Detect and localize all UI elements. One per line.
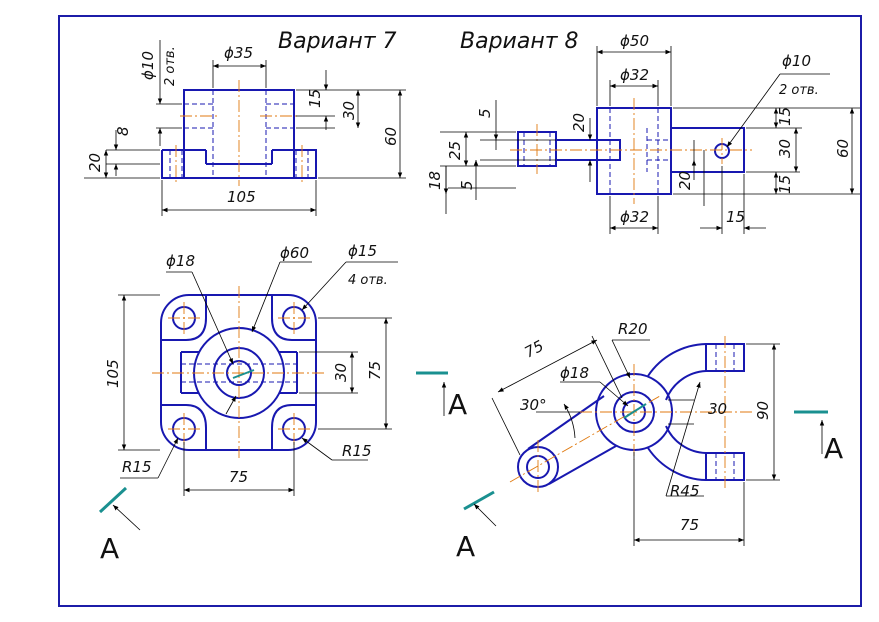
variant7-plan-view (152, 286, 326, 460)
title-variant-8: Вариант 8 (460, 29, 579, 54)
variant7-front-view (161, 80, 317, 186)
dim-5a-v8: 5 (476, 108, 494, 118)
dim-25-v8: 25 (446, 141, 464, 160)
label-a-2: A (448, 388, 467, 421)
section-marker-a-left-bottom: A (98, 486, 141, 565)
section-marker-a-right: A (794, 410, 843, 465)
dim-15: 15 (306, 89, 324, 108)
dim-105-plan: 105 (104, 359, 122, 388)
dim-r45: R45 (670, 482, 700, 500)
dim-r20: R20 (618, 320, 648, 338)
dim-75b-v8-plan: 75 (680, 516, 699, 534)
dim-d50: ϕ50 (620, 32, 649, 50)
dim-d10-v8: ϕ10 (782, 52, 811, 70)
dim-d15-plan: ϕ15 (348, 242, 377, 260)
dim-75-plan-h: 75 (229, 468, 248, 486)
variant8-plan-view (509, 336, 752, 494)
label-2-holes-v8: 2 отв. (779, 83, 819, 98)
label-a-3: A (456, 530, 475, 563)
dim-30-v8: 30 (776, 139, 794, 158)
dim-angle-30: 30° (520, 396, 547, 414)
dim-d60-plan: ϕ60 (280, 244, 309, 262)
dim-d32-bottom: ϕ32 (620, 208, 649, 226)
dim-d35: ϕ35 (224, 44, 253, 62)
dim-18-v8: 18 (426, 171, 444, 190)
dim-r15-right: R15 (342, 442, 372, 460)
dim-20: 20 (86, 153, 104, 172)
variant8-plan-dims: 75 R20 ϕ18 30° 30 90 R45 75 (491, 320, 780, 546)
dim-15b-v8: 15 (776, 175, 794, 194)
dim-15a-v8: 15 (776, 107, 794, 126)
dim-20a-v8: 20 (570, 113, 588, 132)
dim-d18-v8-plan: ϕ18 (560, 364, 589, 382)
label-a-4: A (824, 432, 843, 465)
sheet-frame (58, 15, 862, 607)
variant7-plan-dims: 105 75 30 75 ϕ18 ϕ60 ϕ15 4 отв. R15 R15 (104, 242, 398, 496)
dim-30: 30 (340, 101, 358, 120)
dim-30-v8-plan: 30 (708, 400, 727, 418)
title-variant-7: Вариант 7 (278, 29, 397, 54)
dim-105: 105 (227, 188, 256, 206)
variant7-front-dims: ϕ35 ϕ10 2 отв. 15 30 60 8 20 105 (84, 40, 406, 216)
label-4-holes: 4 отв. (348, 273, 388, 288)
dim-20b-v8: 20 (676, 171, 694, 190)
label-2-holes: 2 отв. (163, 46, 178, 86)
dim-d32-top: ϕ32 (620, 66, 649, 84)
dim-8: 8 (114, 126, 132, 136)
dim-60: 60 (382, 127, 400, 146)
dim-90: 90 (754, 401, 772, 420)
section-marker-a-mid: A (416, 371, 467, 421)
dim-75-v8-plan: 75 (521, 337, 546, 362)
dim-d18-plan: ϕ18 (166, 252, 195, 270)
dim-5b-v8: 5 (458, 180, 476, 190)
label-a-1: A (100, 532, 119, 565)
dim-d10: ϕ10 (139, 51, 157, 80)
dim-60-v8: 60 (834, 139, 852, 158)
dim-r15-left: R15 (122, 458, 152, 476)
dim-30-plan: 30 (332, 363, 350, 382)
dim-15c-v8: 15 (726, 208, 745, 226)
variant8-top-view (510, 98, 752, 204)
section-marker-a-right-bottom: A (456, 490, 497, 563)
variant8-top-dims: ϕ50 ϕ32 ϕ32 ϕ10 2 отв. 30 15 15 60 15 20 (426, 32, 860, 234)
dim-75-plan-v: 75 (366, 361, 384, 380)
